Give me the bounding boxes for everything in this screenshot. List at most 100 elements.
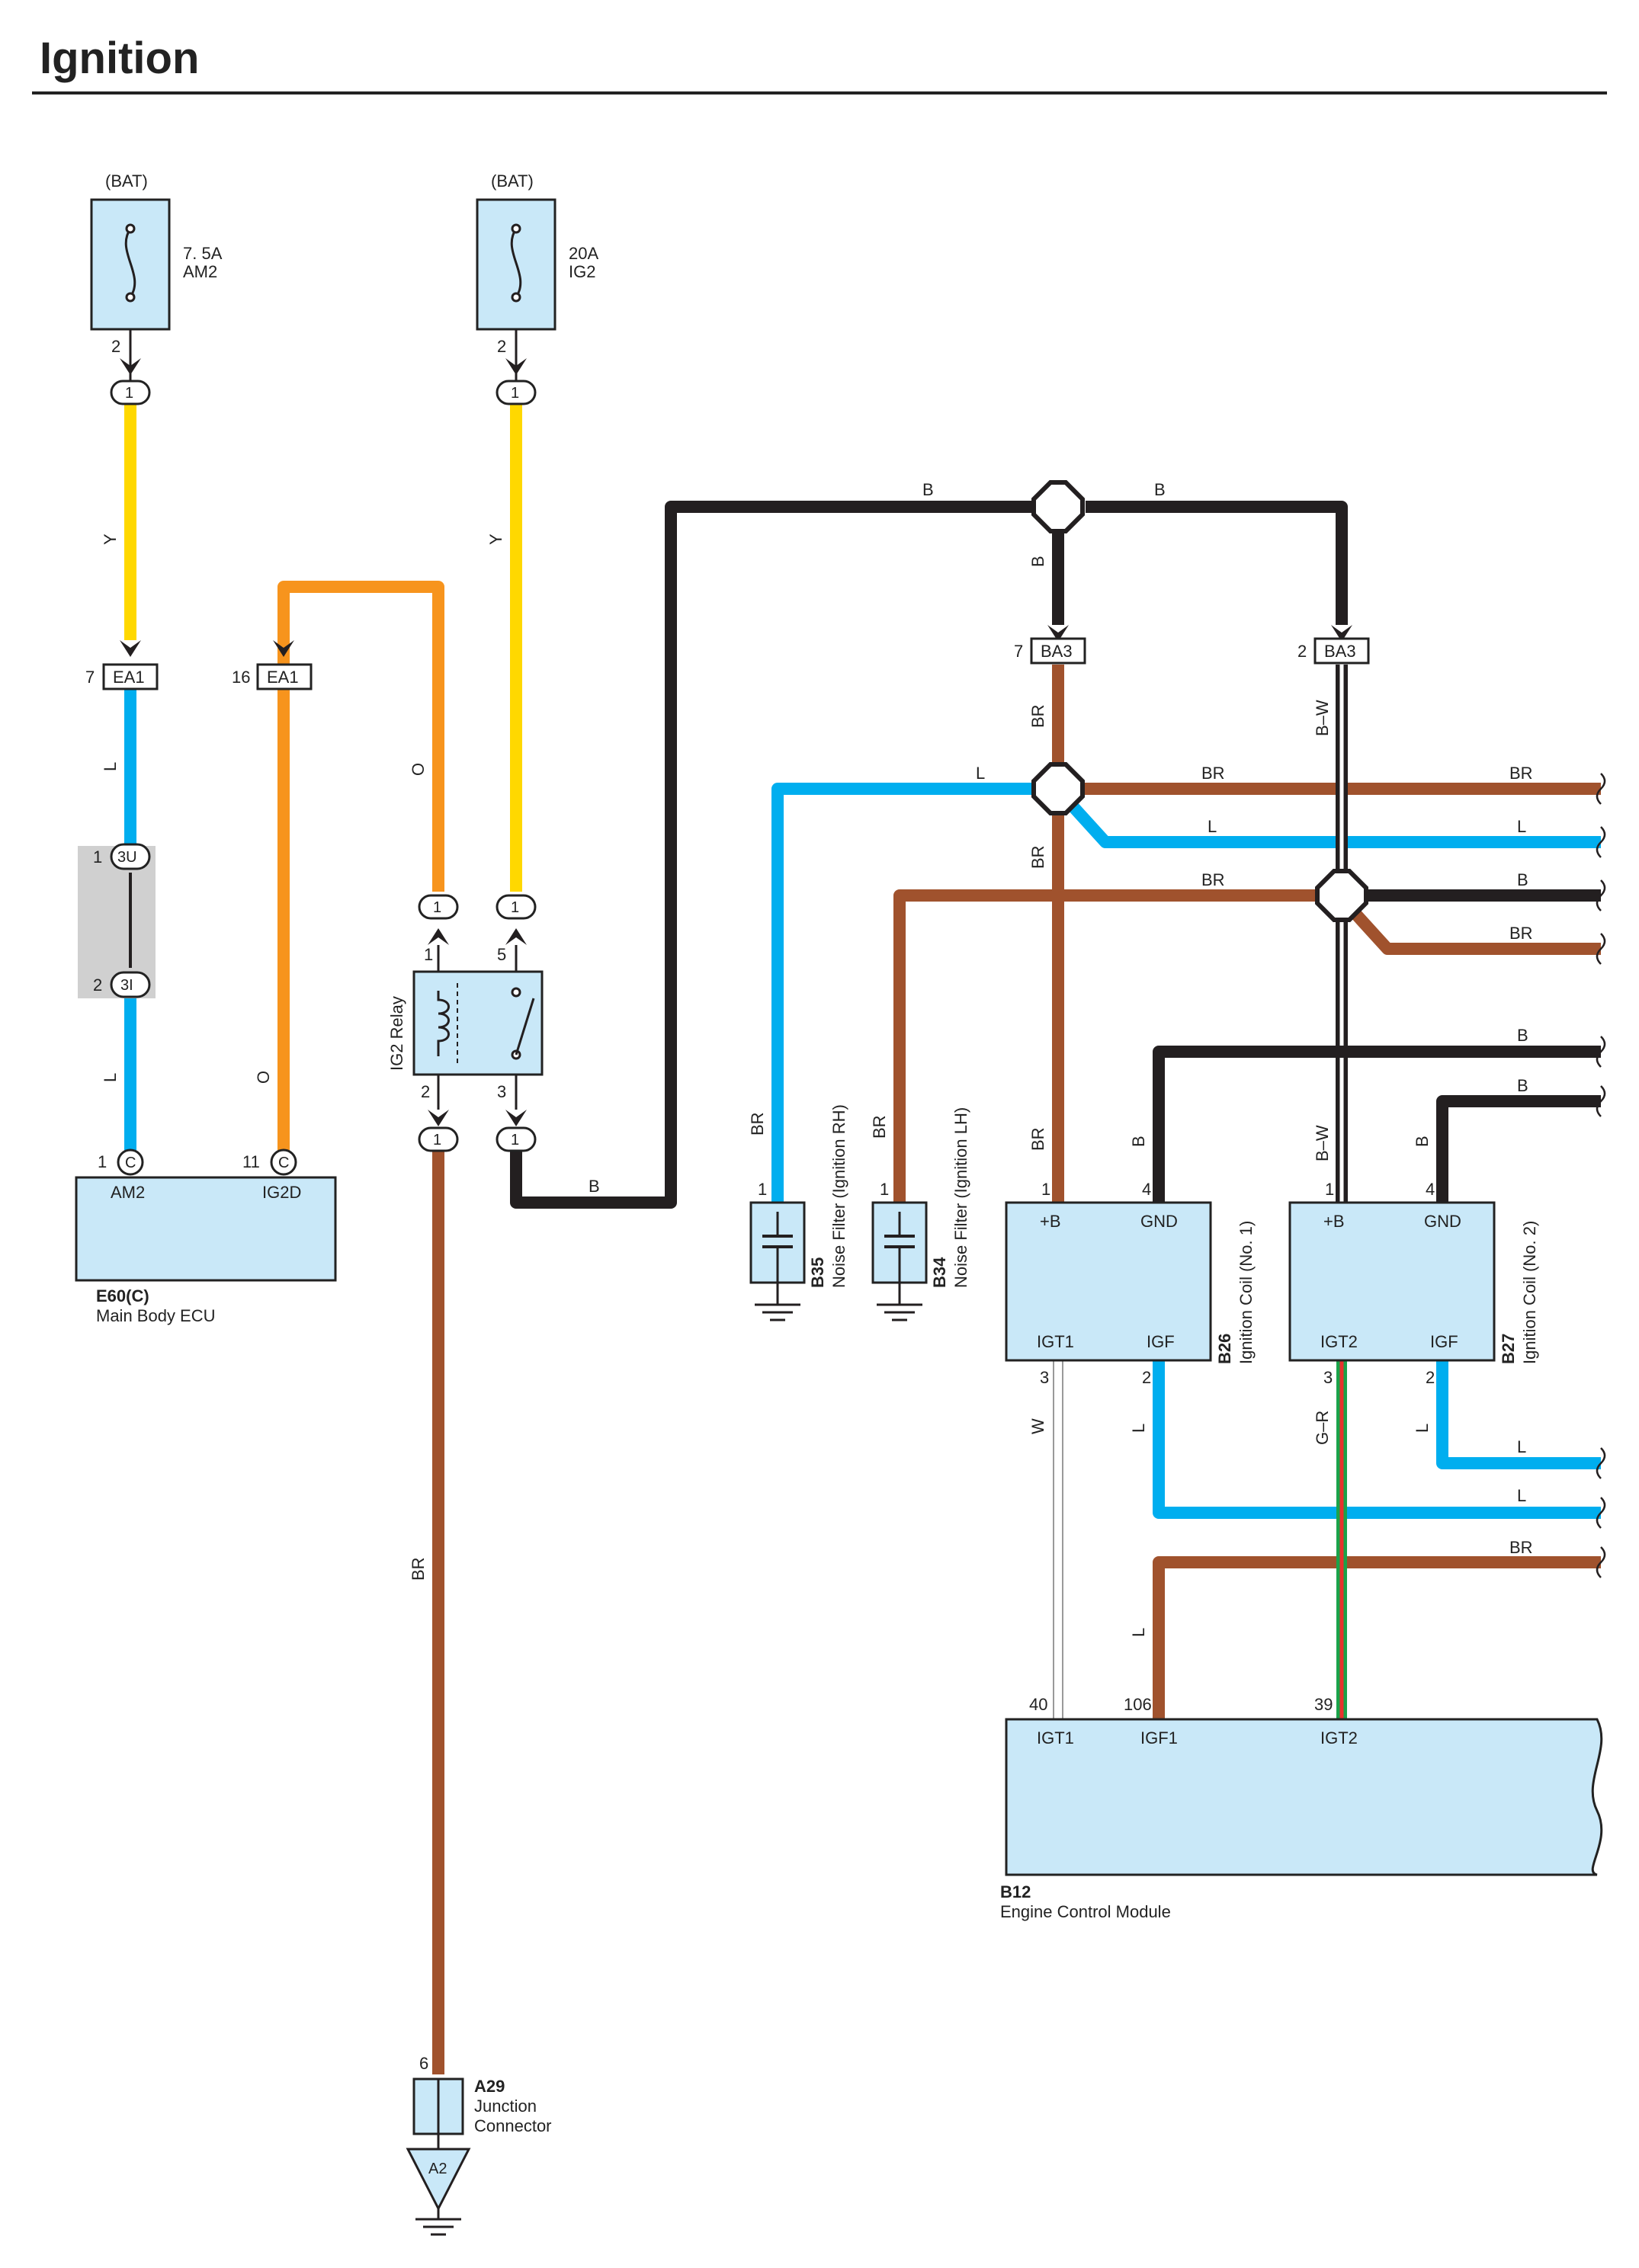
coil2-term-igt: IGT2 bbox=[1320, 1332, 1358, 1351]
connector-pill bbox=[418, 894, 459, 920]
fuse-am2-source: (BAT) bbox=[105, 171, 148, 191]
coil2-term-b: +B bbox=[1323, 1212, 1345, 1231]
coil1-code: B26 bbox=[1215, 1334, 1234, 1364]
arrow-down bbox=[1331, 625, 1352, 642]
connector-ea1-a bbox=[102, 663, 159, 690]
ecm-term-igt2: IGT2 bbox=[1320, 1728, 1358, 1747]
engine-control-module: IGT1 IGF1 IGT2 40 106 39 B12 Engine Cont… bbox=[1000, 1695, 1603, 1921]
break-mark bbox=[1596, 773, 1606, 805]
fuse-am2-name: AM2 bbox=[183, 262, 217, 281]
fuse-ig2-pin: 2 bbox=[497, 337, 506, 356]
wire-label: Y bbox=[101, 533, 120, 545]
wire-label: B bbox=[1517, 1026, 1528, 1045]
coil1-term-igf: IGF bbox=[1147, 1332, 1175, 1351]
connector-pill-label: 1 bbox=[125, 385, 133, 402]
wire-label: B–W bbox=[1313, 700, 1332, 736]
coil2-term-igf: IGF bbox=[1430, 1332, 1458, 1351]
coil2-code: B27 bbox=[1499, 1334, 1518, 1364]
wire-l-igf-coil1 bbox=[1153, 1360, 1601, 1519]
connector-pill-label: 1 bbox=[511, 1132, 519, 1148]
relay-pin-1: 1 bbox=[424, 945, 433, 964]
wire-label: BR bbox=[748, 1112, 767, 1136]
fuse-ig2-name: IG2 bbox=[569, 262, 595, 281]
connector-ba3-a-pin: 7 bbox=[1014, 642, 1023, 661]
coil1-term-igt: IGT1 bbox=[1037, 1332, 1074, 1351]
fuse-am2-pin: 2 bbox=[111, 337, 120, 356]
coil2-body bbox=[1288, 1201, 1496, 1362]
ecu-conn-ig2d: C bbox=[278, 1155, 289, 1171]
ecm-code: B12 bbox=[1000, 1882, 1031, 1901]
fuse-ig2: (BAT) 20A IG2 2 bbox=[476, 171, 598, 381]
wire-b-gnd-coil2 bbox=[1436, 1095, 1601, 1203]
connector-3u-pin: 1 bbox=[93, 847, 102, 867]
wire-label: B–W bbox=[1313, 1125, 1332, 1161]
arrow-down bbox=[505, 1110, 527, 1126]
ecm-name: Engine Control Module bbox=[1000, 1902, 1171, 1921]
connector-pill-label: 1 bbox=[433, 1132, 441, 1148]
coil1-term-b: +B bbox=[1040, 1212, 1061, 1231]
wire-label: L bbox=[1129, 1628, 1148, 1637]
page-title: Ignition bbox=[40, 34, 199, 83]
relay-contact bbox=[511, 987, 521, 998]
junction-ground-code: A2 bbox=[428, 2161, 447, 2177]
break-mark bbox=[1596, 1497, 1606, 1529]
ecu-conn-am2: C bbox=[125, 1155, 136, 1171]
wire-b-gnd-coil1 bbox=[1153, 1046, 1601, 1203]
junction-name-2: Connector bbox=[474, 2116, 552, 2135]
nf-lh-name: Noise Filter (Ignition LH) bbox=[951, 1107, 970, 1288]
connector-ba3-b-pin: 2 bbox=[1297, 642, 1307, 661]
coil1-term-gnd: GND bbox=[1140, 1212, 1178, 1231]
break-mark bbox=[1596, 1036, 1606, 1068]
arrow-up bbox=[428, 928, 449, 945]
wire-b-top-right bbox=[1086, 501, 1348, 625]
arrow-down bbox=[1047, 625, 1069, 642]
connector-pill bbox=[418, 1126, 459, 1152]
coil1-pin-igt: 3 bbox=[1040, 1368, 1049, 1387]
ecm-body bbox=[1005, 1718, 1603, 1876]
connector-3i-code: 3I bbox=[120, 977, 133, 994]
wire-label: BR bbox=[1509, 1538, 1533, 1557]
coil2-pin-igf: 2 bbox=[1426, 1368, 1435, 1387]
connector-3i bbox=[110, 971, 151, 998]
nf-rh-code: B35 bbox=[808, 1257, 827, 1288]
splice-b-br bbox=[1315, 869, 1368, 922]
nf-rh-name: Noise Filter (Ignition RH) bbox=[829, 1104, 848, 1288]
connector-pill bbox=[110, 380, 151, 405]
connector-ea1-b-code: EA1 bbox=[267, 668, 299, 687]
ecm-term-igf1: IGF1 bbox=[1140, 1728, 1178, 1747]
junction-connector: 6 A29 Junction Connector A2 bbox=[406, 2054, 552, 2236]
connector-ba3-b-code: BA3 bbox=[1324, 642, 1356, 661]
wire-label: O bbox=[409, 763, 428, 776]
relay-coil-icon bbox=[437, 991, 450, 1056]
break-mark bbox=[1596, 1085, 1606, 1117]
ecm-term-igt1: IGT1 bbox=[1037, 1728, 1074, 1747]
coil2-term-gnd: GND bbox=[1424, 1212, 1461, 1231]
arrow-up bbox=[505, 928, 527, 945]
wire-label: B bbox=[1154, 480, 1166, 499]
ecu-pin-ig2d-ring bbox=[270, 1148, 297, 1176]
connector-3u bbox=[110, 843, 151, 870]
fuse-am2-rating: 7. 5A bbox=[183, 244, 223, 263]
wire-label: G–R bbox=[1313, 1411, 1332, 1445]
wire-label: L bbox=[1208, 817, 1217, 836]
arrow-down bbox=[273, 640, 294, 657]
ecm-pin-igf1: 106 bbox=[1124, 1695, 1152, 1714]
wire-label: BR bbox=[1201, 764, 1225, 783]
ecu-body bbox=[75, 1176, 337, 1282]
relay-name: IG2 Relay bbox=[387, 996, 406, 1071]
coil1-pin-gnd: 4 bbox=[1142, 1180, 1151, 1199]
ecu-name: Main Body ECU bbox=[96, 1306, 216, 1325]
coil2-name: Ignition Coil (No. 2) bbox=[1520, 1221, 1539, 1364]
nf-lh-pin: 1 bbox=[880, 1180, 889, 1199]
wire-l-igf-coil2 bbox=[1436, 1360, 1601, 1469]
wire-label: W bbox=[1028, 1418, 1047, 1434]
wire-label: Y bbox=[486, 533, 505, 545]
fuse-am2: (BAT) 7. 5A AM2 2 bbox=[90, 171, 223, 381]
wire-label: B bbox=[1028, 556, 1047, 567]
ig2-relay: 1 5 2 3 IG2 Relay bbox=[387, 945, 544, 1110]
connector-ba3-b bbox=[1313, 637, 1370, 665]
wire-label: L bbox=[101, 1073, 120, 1082]
connector-pill bbox=[496, 894, 537, 920]
wire-label: BR bbox=[409, 1557, 428, 1581]
